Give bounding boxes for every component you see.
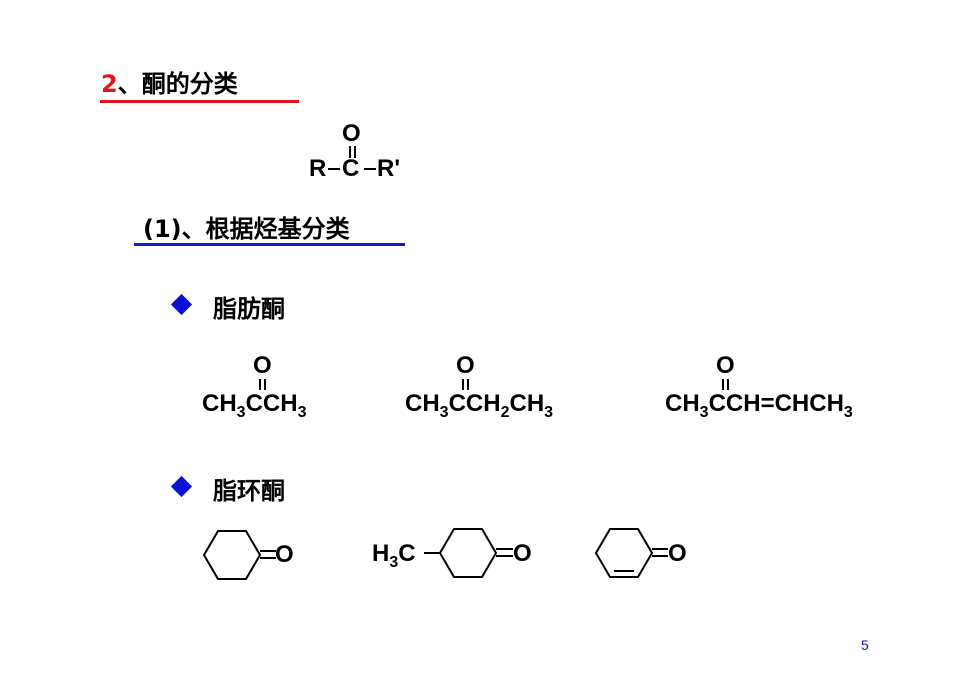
- formula-subscript: 2: [500, 404, 510, 421]
- bullet-aliphatic: 脂肪酮: [213, 295, 285, 323]
- subsection-underline: [134, 243, 405, 246]
- formula-r-left: R: [309, 155, 327, 182]
- formula-subscript: 3: [439, 404, 449, 421]
- ketone-formula: CH3CCH2CH3: [405, 390, 554, 421]
- formula-part: CH: [405, 390, 440, 417]
- section-number: 2: [101, 70, 118, 98]
- formula-part: H: [372, 540, 390, 567]
- formula-r-right: R': [377, 155, 401, 182]
- formula-part: CCH: [245, 390, 298, 417]
- formula-subscript: 3: [236, 404, 246, 421]
- formula-subscript: 3: [699, 404, 709, 421]
- formula-subscript: 3: [297, 404, 307, 421]
- ketone-formula: CH3CCH=CHCH3: [665, 390, 853, 421]
- formula-part: CH: [665, 390, 700, 417]
- bullet-alicyclic: 脂环酮: [213, 477, 285, 505]
- ring-oxygen: O: [275, 541, 294, 568]
- section-title: 、酮的分类: [117, 70, 238, 98]
- formula-part: C: [398, 540, 416, 567]
- ring-oxygen: O: [513, 540, 532, 567]
- ring-oxygen: O: [668, 540, 687, 567]
- formula-carbon: C: [342, 155, 360, 182]
- formula-part: CH: [202, 390, 237, 417]
- formula-part: CCH=CHCH: [708, 390, 844, 417]
- formula-subscript: 3: [389, 554, 399, 571]
- ketone-oxygen: O: [253, 352, 272, 379]
- ketone-oxygen: O: [456, 352, 475, 379]
- formula-part: CH: [509, 390, 545, 417]
- section-underline: [100, 100, 299, 103]
- subsection-heading: (1)、根据烃基分类: [143, 215, 350, 243]
- page-number: 5: [861, 637, 869, 653]
- methyl-substituent: H3C: [372, 540, 416, 571]
- section-heading: 2、酮的分类: [101, 64, 238, 99]
- formula-oxygen: O: [342, 120, 361, 147]
- formula-subscript: 3: [544, 404, 554, 421]
- ketone-oxygen: O: [716, 352, 735, 379]
- formula-subscript: 3: [843, 404, 853, 421]
- ketone-formula: CH3CCH3: [202, 390, 307, 421]
- formula-part: CCH: [448, 390, 501, 417]
